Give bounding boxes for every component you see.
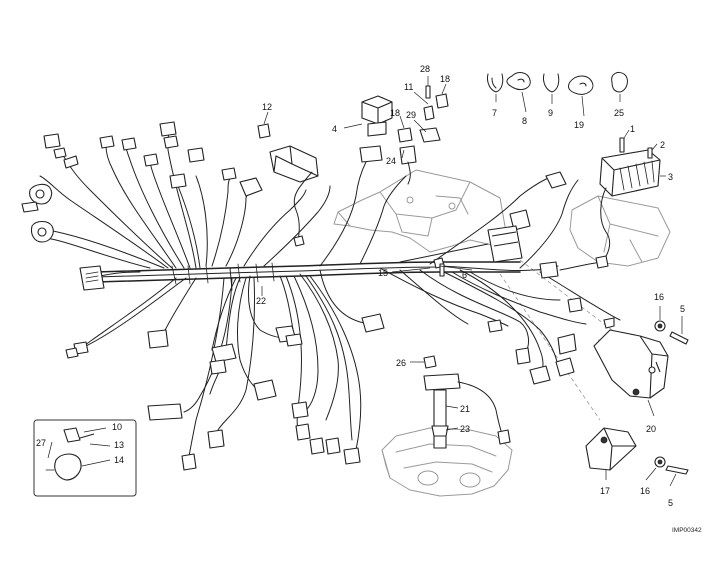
leader-lines bbox=[261, 76, 683, 487]
callout-8: 8 bbox=[522, 116, 527, 126]
callout-18-upper: 18 bbox=[440, 74, 450, 84]
frame-bracket-outline bbox=[333, 169, 507, 253]
callout-20: 20 bbox=[646, 424, 656, 434]
callout-24: 24 bbox=[386, 156, 396, 166]
callout-28: 28 bbox=[420, 64, 430, 74]
connector-icon bbox=[29, 183, 53, 205]
voltage-regulator-icon bbox=[599, 149, 661, 197]
callout-18-lower: 18 bbox=[390, 108, 400, 118]
callout-14: 14 bbox=[114, 455, 124, 465]
callout-4: 4 bbox=[332, 124, 337, 134]
relay-icon bbox=[269, 145, 319, 183]
callout-17: 17 bbox=[600, 486, 610, 496]
cable-clip-icon bbox=[543, 73, 560, 93]
callout-16-lower: 16 bbox=[640, 486, 650, 496]
diagram-reference-code: IMP00342 bbox=[672, 527, 702, 534]
inset-detail bbox=[33, 419, 137, 497]
callout-11: 11 bbox=[404, 82, 413, 92]
callout-16-upper: 16 bbox=[654, 292, 664, 302]
callout-15: 15 bbox=[378, 268, 388, 278]
callout-26: 26 bbox=[396, 358, 406, 368]
ignition-coil-icon bbox=[423, 373, 461, 437]
callout-25: 25 bbox=[614, 108, 624, 118]
regulator-support-bracket bbox=[593, 329, 669, 399]
main-wiring-harness bbox=[39, 127, 621, 463]
callout-21: 21 bbox=[460, 404, 470, 414]
harness-connectors bbox=[21, 71, 661, 471]
callout-27: 27 bbox=[36, 438, 46, 448]
callout-labels: 1 2 3 4 5 5 6 7 8 9 10 11 12 13 14 15 16… bbox=[36, 64, 685, 508]
regulator-mount-outline bbox=[569, 195, 671, 267]
callout-5-upper: 5 bbox=[680, 304, 685, 314]
callout-1: 1 bbox=[630, 124, 635, 134]
callout-23: 23 bbox=[460, 424, 470, 434]
callout-7: 7 bbox=[492, 108, 497, 118]
cable-clip-icon bbox=[611, 71, 628, 93]
callout-22: 22 bbox=[256, 296, 266, 306]
callout-10: 10 bbox=[112, 422, 122, 432]
cable-clip-icon bbox=[567, 75, 594, 95]
callout-6: 6 bbox=[462, 270, 467, 280]
callout-19: 19 bbox=[574, 120, 584, 130]
callout-9: 9 bbox=[548, 108, 553, 118]
callout-2: 2 bbox=[660, 140, 665, 150]
callout-29: 29 bbox=[406, 110, 416, 120]
fasteners bbox=[439, 263, 689, 475]
cable-clip-icon bbox=[506, 72, 531, 91]
engine-cylinder-head-outline bbox=[381, 427, 513, 497]
callout-12: 12 bbox=[262, 102, 272, 112]
callout-5-lower: 5 bbox=[668, 498, 673, 508]
mounting-bracket bbox=[585, 427, 637, 471]
callout-3: 3 bbox=[668, 172, 673, 182]
relay-icon bbox=[361, 95, 393, 125]
connector-icon bbox=[30, 220, 54, 243]
cable-clip-icon bbox=[487, 73, 504, 93]
callout-13: 13 bbox=[114, 440, 124, 450]
